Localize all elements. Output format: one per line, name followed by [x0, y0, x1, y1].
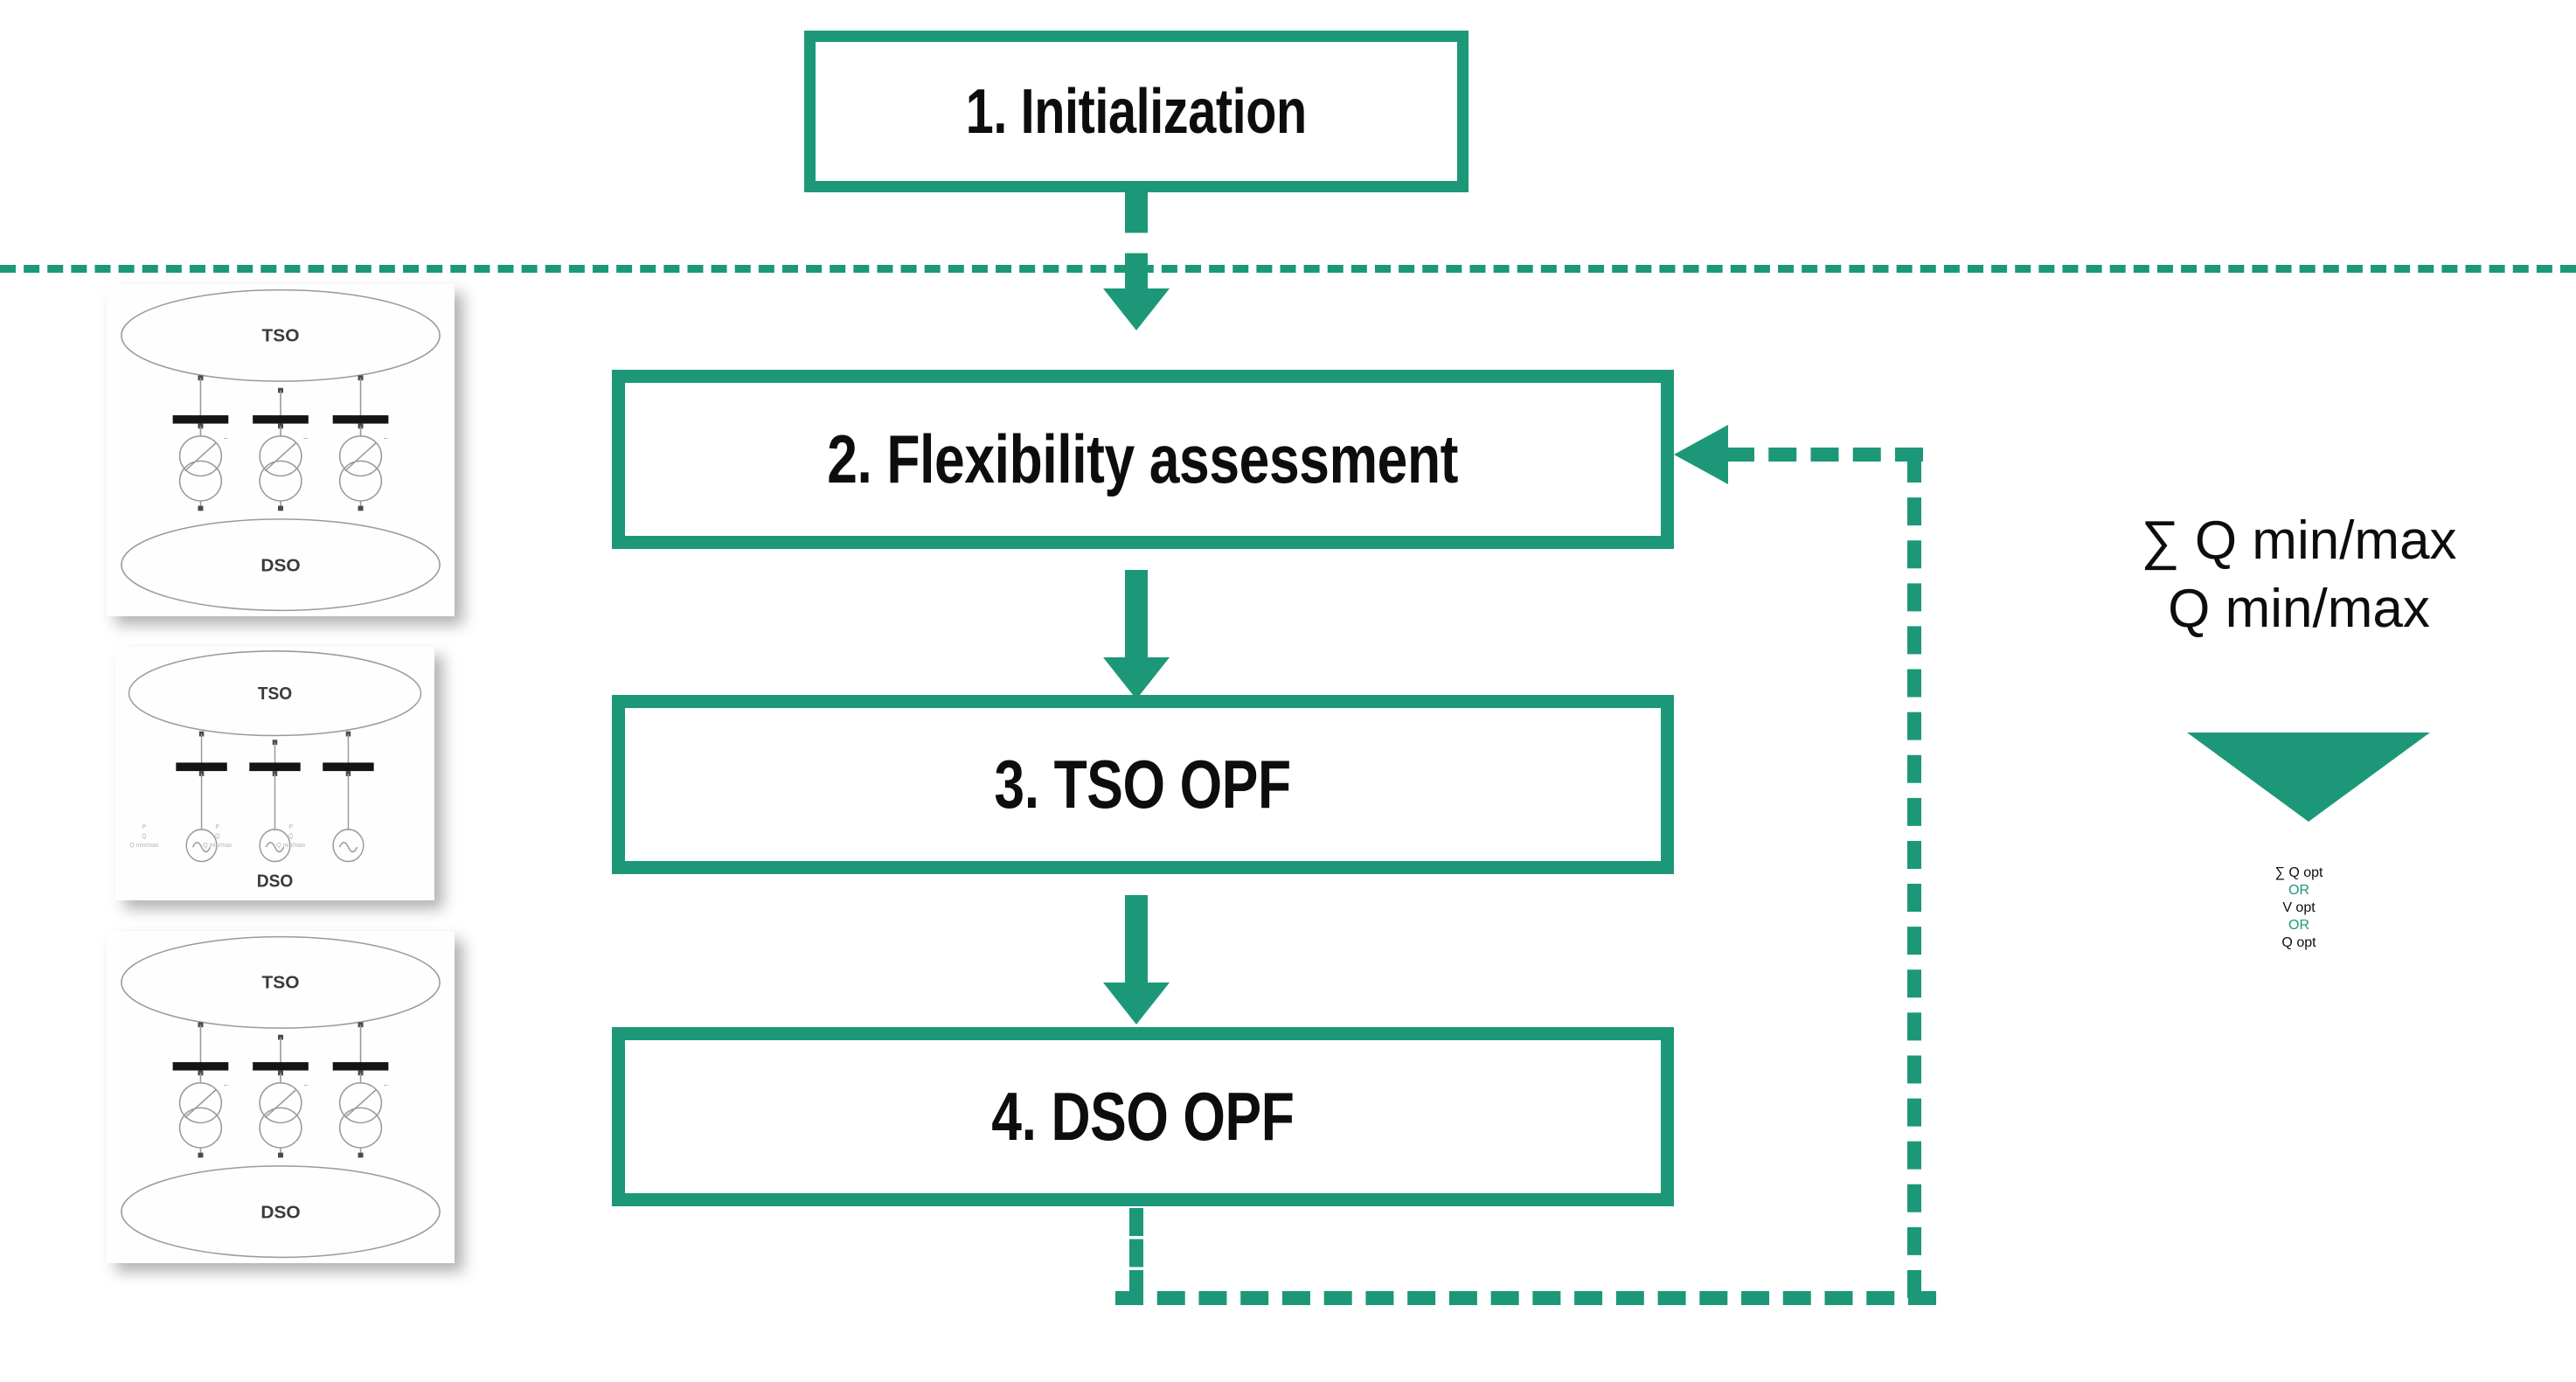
annotation-q-minmax: Q min/max	[2168, 579, 2430, 639]
svg-text:~: ~	[383, 434, 387, 443]
feedback-loop-bottom-segment	[1115, 1291, 1936, 1305]
svg-text:Q: Q	[215, 833, 220, 839]
feedback-loop-right-segment	[1907, 455, 1921, 1298]
annotation-q-opt: Q opt	[2281, 935, 2316, 950]
svg-text:Q min/max: Q min/max	[276, 843, 305, 849]
step-box-tso-opf[interactable]: 3. TSO OPF	[612, 695, 1674, 874]
arrow-stem	[1125, 570, 1148, 663]
step-label-dso-opf: 4. DSO OPF	[991, 1078, 1295, 1155]
svg-text:Q: Q	[288, 833, 294, 839]
svg-text:~: ~	[223, 1081, 227, 1090]
svg-text:Q min/max: Q min/max	[203, 843, 232, 849]
down-triangle-icon	[2187, 733, 2430, 822]
tso-dso-separator-line	[0, 265, 2576, 273]
annotation-sum-q-opt: ∑ Q opt	[2274, 865, 2323, 880]
svg-text:TSO: TSO	[258, 684, 292, 704]
arrow-head-down-icon	[1103, 983, 1170, 1024]
svg-text:DSO: DSO	[260, 557, 300, 575]
svg-text:~: ~	[303, 1081, 308, 1090]
step-box-dso-opf[interactable]: 4. DSO OPF	[612, 1027, 1674, 1206]
svg-text:TSO: TSO	[262, 974, 300, 992]
annotation-setpoint-options: ∑ Q opt OR V opt OR Q opt	[2037, 865, 2561, 951]
svg-text:TSO: TSO	[262, 327, 300, 345]
arrow-stem	[1125, 192, 1148, 294]
svg-text:Q min/max: Q min/max	[129, 843, 158, 849]
step-label-tso-opf: 3. TSO OPF	[994, 746, 1292, 823]
step-box-initialization[interactable]: 1. Initialization	[804, 31, 1469, 192]
svg-text:DSO: DSO	[260, 1204, 300, 1222]
feedback-arrow-head-left-icon	[1674, 425, 1728, 484]
annotation-or-2: OR	[2288, 918, 2309, 933]
arrow-stem	[1125, 895, 1148, 988]
arrow-initialization-to-flexibility	[1103, 192, 1170, 330]
svg-text:DSO: DSO	[257, 872, 293, 892]
arrow-tso-opf-to-dso-opf	[1103, 895, 1170, 1024]
network-thumbnail-transformers-top: TSO ~ ~ ~ DSO	[107, 284, 455, 616]
svg-text:P: P	[216, 824, 220, 830]
annotation-sum-q-minmax: ∑ Q min/max	[2141, 510, 2457, 571]
step-label-flexibility-assessment: 2. Flexibility assessment	[827, 420, 1459, 497]
step-box-flexibility-assessment[interactable]: 2. Flexibility assessment	[612, 370, 1674, 549]
annotation-v-opt: V opt	[2282, 900, 2316, 915]
svg-text:~: ~	[303, 434, 308, 443]
svg-text:Q: Q	[142, 833, 147, 839]
svg-text:P: P	[142, 824, 147, 830]
annotation-flexibility-range: ∑ Q min/max Q min/max	[2037, 507, 2561, 643]
arrow-head-down-icon	[1103, 288, 1170, 330]
arrow-head-down-icon	[1103, 657, 1170, 699]
annotation-or-1: OR	[2288, 883, 2309, 898]
feedback-loop-top-segment	[1726, 448, 1923, 462]
arrow-flexibility-to-tso-opf	[1103, 570, 1170, 699]
svg-text:~: ~	[223, 434, 227, 443]
svg-text:~: ~	[383, 1081, 387, 1090]
feedback-loop-stub	[1129, 1208, 1143, 1298]
svg-text:P: P	[288, 824, 293, 830]
network-thumbnail-transformers-bottom: TSO ~ ~ ~ DSO	[107, 931, 455, 1263]
step-label-initialization: 1. Initialization	[965, 76, 1308, 147]
